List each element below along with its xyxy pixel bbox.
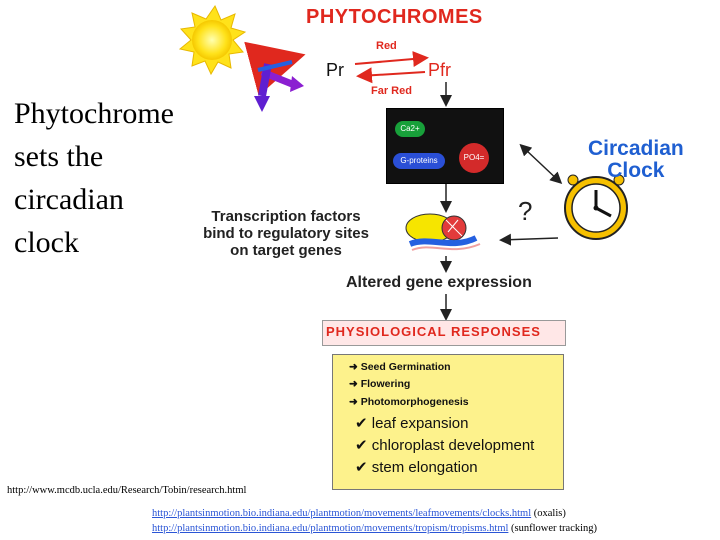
clock-word: Clock: [588, 160, 684, 182]
phytochromes-heading: PHYTOCHROMES: [306, 6, 483, 29]
light-rays-icon: [254, 58, 304, 112]
tobin-source-url: http://www.mcdb.ucla.edu/Research/Tobin/…: [7, 485, 246, 496]
phosphate-pill: PO4=: [459, 143, 489, 173]
clock-icon: [565, 175, 627, 239]
tropisms-link-note: (sunflower tracking): [511, 523, 597, 534]
far-red-label: Far Red: [371, 85, 412, 97]
response-item: ➜ Seed Germination: [349, 361, 451, 373]
clock-gene-arrow: [502, 238, 558, 240]
physiological-responses-label: PHYSIOLOGICAL RESPONSES: [326, 324, 541, 339]
transcription-line-1: Transcription factors: [186, 208, 386, 225]
unknown-link-mark: ?: [518, 196, 532, 227]
transcription-text: Transcription factors bind to regulatory…: [186, 208, 386, 259]
clocks-link-note: (oxalis): [534, 508, 566, 519]
source-line-1: http://plantsinmotion.bio.indiana.edu/pl…: [152, 508, 566, 519]
sub-response-item: ✔ leaf expansion: [355, 414, 469, 432]
red-far-red-arrows: [355, 58, 425, 76]
response-text: Flowering: [361, 378, 411, 390]
sub-response-text: chloroplast development: [372, 437, 535, 454]
circadian-word: Circadian: [588, 138, 684, 160]
source-line-2: http://plantsinmotion.bio.indiana.edu/pl…: [152, 523, 597, 534]
sub-response-item: ✔ chloroplast development: [355, 436, 534, 454]
second-messenger-box: Ca2+ PO4= G-proteins: [386, 108, 504, 184]
response-item: ➜ Flowering: [349, 378, 410, 390]
calcium-pill: Ca2+: [395, 121, 425, 137]
pfr-label: Pfr: [428, 60, 451, 81]
tropisms-link[interactable]: http://plantsinmotion.bio.indiana.edu/pl…: [152, 523, 508, 534]
transcription-line-2: bind to regulatory sites: [186, 225, 386, 242]
transcription-line-3: on target genes: [186, 242, 386, 259]
transcription-factor-icon: [406, 214, 480, 250]
clock-link-arrow: [526, 150, 560, 182]
g-proteins-pill: G-proteins: [393, 153, 445, 169]
sub-response-text: leaf expansion: [372, 415, 469, 432]
sun-icon: [180, 6, 245, 74]
red-label: Red: [376, 40, 397, 52]
altered-gene-expression: Altered gene expression: [346, 274, 532, 291]
sub-response-item: ✔ stem elongation: [355, 458, 478, 476]
response-text: Photomorphogenesis: [361, 396, 469, 408]
sub-response-text: stem elongation: [372, 459, 478, 476]
pr-label: Pr: [326, 60, 344, 81]
response-text: Seed Germination: [361, 361, 451, 373]
clocks-link[interactable]: http://plantsinmotion.bio.indiana.edu/pl…: [152, 508, 531, 519]
circadian-clock-label: Circadian Clock: [588, 138, 684, 182]
response-item: ➜ Photomorphogenesis: [349, 396, 469, 408]
